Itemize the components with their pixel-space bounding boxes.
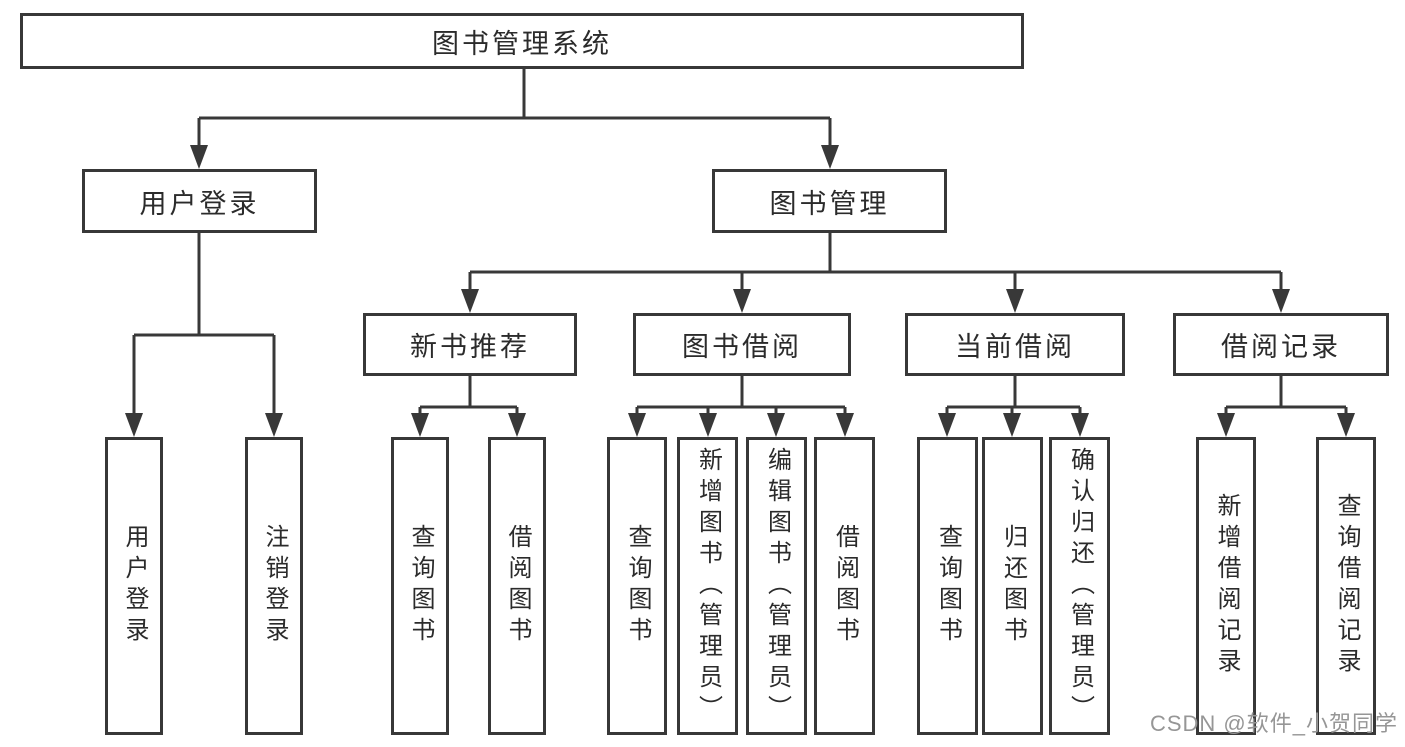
node-new-book-recommend: 新书推荐 <box>363 313 577 376</box>
leaf-confirm-return-admin: 确认归还（管理员） <box>1049 437 1110 735</box>
leaf-return-books: 归还图书 <box>982 437 1043 735</box>
node-borrow-record: 借阅记录 <box>1173 313 1389 376</box>
leaf-borrow-books: 借阅图书 <box>488 437 546 735</box>
node-library-management-system: 图书管理系统 <box>20 13 1024 69</box>
leaf-user-login: 用户登录 <box>105 437 163 735</box>
leaf-edit-books-admin: 编辑图书（管理员） <box>746 437 807 735</box>
leaf-add-books-admin: 新增图书（管理员） <box>677 437 738 735</box>
node-book-management: 图书管理 <box>712 169 947 233</box>
leaf-query-books: 查询图书 <box>917 437 978 735</box>
connector-stems <box>132 69 1348 433</box>
node-book-borrow: 图书借阅 <box>633 313 851 376</box>
arrowheads <box>125 145 1355 437</box>
leaf-logout: 注销登录 <box>245 437 303 735</box>
node-current-borrow: 当前借阅 <box>905 313 1125 376</box>
csdn-watermark: CSDN @软件_小贺同学 <box>1149 711 1398 736</box>
leaf-query-books: 查询图书 <box>391 437 449 735</box>
node-user-login: 用户登录 <box>82 169 317 233</box>
leaf-add-borrow-record: 新增借阅记录 <box>1196 437 1256 735</box>
leaf-query-books: 查询图书 <box>607 437 667 735</box>
leaf-borrow-books: 借阅图书 <box>814 437 875 735</box>
leaf-query-borrow-record: 查询借阅记录 <box>1316 437 1376 735</box>
